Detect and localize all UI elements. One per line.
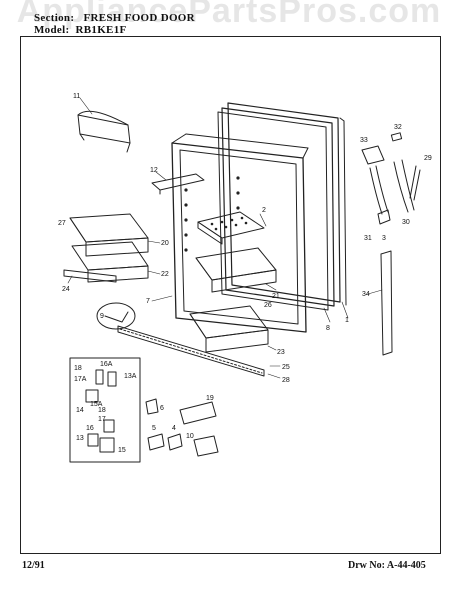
door-bin-23 xyxy=(189,305,269,353)
hinge-parts xyxy=(361,132,421,225)
callout-17: 17 xyxy=(98,416,106,423)
circled-part-9 xyxy=(96,302,136,330)
butter-compartment-11 xyxy=(77,110,131,153)
section-label: Section: xyxy=(34,12,75,24)
callout-18b: 18 xyxy=(98,407,106,414)
callout-9: 9 xyxy=(100,313,104,320)
callout-21: 21 xyxy=(272,293,280,300)
door-bin-21 xyxy=(195,247,277,293)
callout-33: 33 xyxy=(360,137,368,144)
callout-23: 23 xyxy=(277,349,285,356)
callout-34: 34 xyxy=(362,291,370,298)
callout-18a: 18 xyxy=(74,365,82,372)
leader-lines xyxy=(67,97,383,379)
callout-12: 12 xyxy=(150,167,158,174)
callout-15a: 15A xyxy=(90,401,103,408)
egg-tray-2 xyxy=(197,211,265,245)
callout-3: 3 xyxy=(382,235,386,242)
callout-25: 25 xyxy=(282,364,290,371)
footer-date: 12/91 xyxy=(22,560,45,571)
drawing-number: A-44-405 xyxy=(386,560,426,571)
callout-6: 6 xyxy=(160,405,164,412)
callout-1: 1 xyxy=(345,317,349,324)
inset-box-hinge-variants xyxy=(69,357,141,463)
callout-27: 27 xyxy=(58,220,66,227)
callout-8: 8 xyxy=(326,325,330,332)
callout-31: 31 xyxy=(364,235,372,242)
callout-4: 4 xyxy=(172,425,176,432)
model-value: RB1KE1F xyxy=(75,24,127,36)
callout-13: 13 xyxy=(76,435,84,442)
diagram-frame xyxy=(20,36,441,554)
callout-2: 2 xyxy=(262,207,266,214)
callout-17a: 17A xyxy=(74,376,87,383)
bottom-strip-28 xyxy=(117,325,265,377)
vertical-bar-34 xyxy=(380,250,393,356)
callout-20: 20 xyxy=(161,240,169,247)
callout-5: 5 xyxy=(152,425,156,432)
callout-15: 15 xyxy=(118,447,126,454)
lower-small-parts xyxy=(145,398,219,457)
callout-29: 29 xyxy=(424,155,432,162)
section-value: FRESH FOOD DOOR xyxy=(83,12,195,24)
callout-22: 22 xyxy=(161,271,169,278)
callout-16a: 16A xyxy=(100,361,113,368)
model-header: Model: RB1KE1F xyxy=(34,24,127,36)
door-outer-panel xyxy=(217,102,347,311)
callout-24: 24 xyxy=(62,286,70,293)
callout-14: 14 xyxy=(76,407,84,414)
callout-19: 19 xyxy=(206,395,214,402)
model-label: Model: xyxy=(34,24,70,36)
shelf-12 xyxy=(151,173,205,195)
door-bin-27 xyxy=(69,213,149,283)
drawing-label: Drw No: xyxy=(348,560,385,571)
callout-7: 7 xyxy=(146,298,150,305)
footer-drawing-number: Drw No: A-44-405 xyxy=(348,560,426,571)
callout-28: 28 xyxy=(282,377,290,384)
callout-11: 11 xyxy=(73,93,80,100)
callout-13a: 13A xyxy=(124,373,137,380)
callout-26: 26 xyxy=(264,302,272,309)
trim-strip-24 xyxy=(63,269,117,283)
callout-32: 32 xyxy=(394,124,402,131)
callout-10: 10 xyxy=(186,433,194,440)
door-inner-liner xyxy=(171,133,309,333)
callout-30: 30 xyxy=(402,219,410,226)
watermark: AppliancePartsPros.com xyxy=(16,0,442,30)
section-header: Section: FRESH FOOD DOOR xyxy=(34,12,195,24)
callout-labels: 11 12 27 20 22 24 7 9 2 21 26 8 1 23 25 … xyxy=(58,93,432,454)
callout-16: 16 xyxy=(86,425,94,432)
